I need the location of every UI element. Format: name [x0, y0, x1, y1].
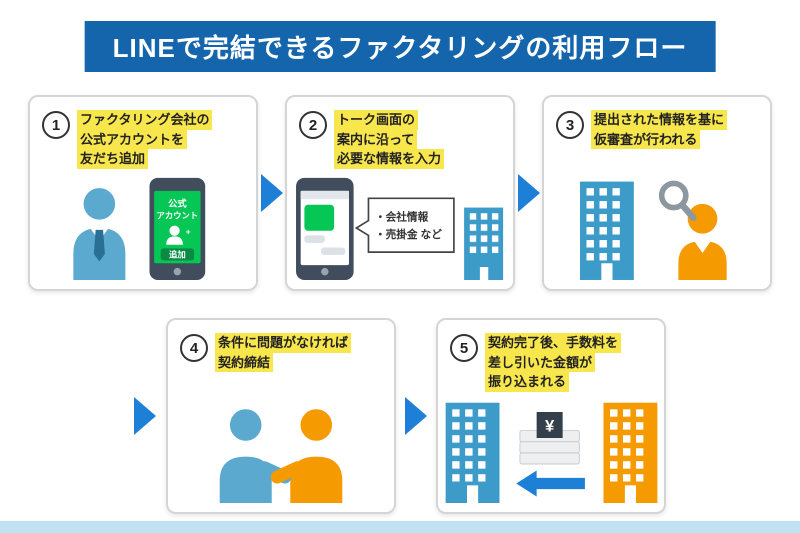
step-5-line: 振り込まれる — [485, 372, 570, 392]
friend-add-icon: + — [166, 225, 191, 245]
title-banner: LINEで完結できるファクタリングの利用フロー — [84, 21, 716, 72]
step-2-header: 2 トーク画面の 案内に沿って 必要な情報を入力 — [287, 97, 513, 173]
examiner-figure — [677, 203, 727, 280]
phone-screen-title-2: アカウント — [156, 211, 198, 221]
step-1-header: 1 ファクタリング会社の 公式アカウントを 友だち追加 — [30, 97, 256, 173]
flow-row-1: 1 ファクタリング会社の 公式アカウントを 友だち追加 — [0, 95, 800, 291]
handshake-figures — [219, 409, 343, 503]
flow-arrow-3-4 — [134, 397, 156, 435]
step-5-number-badge: 5 — [450, 334, 478, 362]
smartphone-chat-screen — [295, 177, 354, 280]
arrow-slot — [258, 95, 285, 291]
step-3-number-badge: 3 — [556, 111, 584, 139]
phone-screen-title-1: 公式 — [168, 198, 187, 209]
home-button-icon — [320, 267, 329, 276]
step-card-3: 3 提出された情報を基に 仮審査が行われる — [542, 95, 772, 291]
step-3-line: 提出された情報を基に — [591, 110, 728, 130]
step-2-line: トーク画面の — [334, 110, 419, 130]
step-1-line: 公式アカウントを — [77, 129, 188, 149]
step-2-line: 案内に沿って — [334, 129, 418, 149]
callout-item: ・売掛金 など — [374, 228, 441, 241]
transfer-arrow-icon — [515, 470, 585, 497]
step-card-5: 5 契約完了後、手数料を 差し引いた金額が 振り込まれる — [436, 318, 666, 514]
home-button-icon — [173, 267, 182, 276]
step-4-line: 条件に問題がなければ — [215, 333, 352, 353]
step-card-4: 4 条件に問題がなければ 契約締結 — [166, 318, 396, 514]
businessperson-figure — [73, 188, 126, 280]
company-building-icon — [579, 181, 634, 280]
factoring-agent-figure-orange — [290, 409, 343, 503]
money-stack-icon: ¥ — [518, 412, 580, 465]
arrow-slot — [396, 318, 436, 514]
flow-row-2: 4 条件に問題がなければ 契約締結 — [0, 318, 800, 514]
yen-symbol: ¥ — [544, 417, 554, 436]
page-title: LINEで完結できるファクタリングの利用フロー — [112, 33, 688, 63]
flow-arrow-4-5 — [405, 397, 427, 435]
step-4-line: 契約締結 — [215, 352, 274, 372]
step-3-illustration — [579, 180, 727, 280]
smartphone-line-account: 公式 アカウント + 追加 — [149, 177, 206, 280]
flow-arrow-2-3 — [517, 174, 540, 212]
step-5-text: 契約完了後、手数料を 差し引いた金額が 振り込まれる — [485, 333, 622, 392]
step-2-line: 必要な情報を入力 — [334, 149, 445, 169]
step-3-text: 提出された情報を基に 仮審査が行われる — [591, 110, 728, 149]
factoring-company-building-orange — [603, 402, 657, 503]
step-4-illustration-area — [168, 376, 394, 512]
step-1-illustration: 公式 アカウント + 追加 — [73, 177, 206, 280]
arrow-slot — [515, 95, 542, 291]
step-5-line: 差し引いた金額が — [485, 352, 596, 372]
plus-glyph: + — [186, 227, 191, 237]
magnifier-icon — [658, 180, 696, 222]
info-callout-box: ・会社情報 ・売掛金 など — [354, 197, 455, 253]
chat-bubble-green — [303, 204, 334, 231]
step-1-text: ファクタリング会社の 公式アカウントを 友だち追加 — [77, 110, 213, 169]
step-3-line: 仮審査が行われる — [591, 129, 701, 149]
step-card-1: 1 ファクタリング会社の 公式アカウントを 友だち追加 — [28, 95, 258, 291]
step-2-illustration: ・会社情報 ・売掛金 など — [295, 177, 503, 280]
step-3-illustration-area — [544, 153, 770, 289]
step-4-text: 条件に問題がなければ 契約締結 — [215, 333, 352, 372]
step-4-number-badge: 4 — [180, 334, 208, 362]
add-button-label: 追加 — [169, 250, 186, 260]
client-figure-blue — [219, 409, 272, 503]
client-building-blue — [445, 402, 499, 503]
step-5-header: 5 契約完了後、手数料を 差し引いた金額が 振り込まれる — [438, 320, 664, 396]
step-4-header: 4 条件に問題がなければ 契約締結 — [168, 320, 394, 376]
callout-item: ・会社情報 — [374, 211, 428, 224]
step-3-header: 3 提出された情報を基に 仮審査が行われる — [544, 97, 770, 153]
footer-accent-bar — [0, 521, 800, 533]
handshake-arm-orange — [270, 461, 305, 484]
step-1-number-badge: 1 — [42, 111, 70, 139]
step-1-illustration-area: 公式 アカウント + 追加 — [30, 173, 256, 290]
step-card-2: 2 トーク画面の 案内に沿って 必要な情報を入力 — [285, 95, 515, 291]
step-1-line: ファクタリング会社の — [77, 110, 213, 130]
step-5-illustration-area: ¥ — [438, 396, 664, 513]
flow-arrow-1-2 — [260, 174, 283, 212]
step-1-line: 友だち追加 — [77, 149, 149, 169]
step-5-line: 契約完了後、手数料を — [485, 333, 622, 353]
step-5-illustration: ¥ — [445, 402, 657, 503]
add-button-graphic — [160, 248, 195, 261]
step-4-illustration — [219, 409, 343, 503]
company-building-icon — [463, 207, 503, 280]
step-2-text: トーク画面の 案内に沿って 必要な情報を入力 — [334, 110, 445, 169]
step-2-illustration-area: ・会社情報 ・売掛金 など — [287, 173, 513, 290]
step-2-number-badge: 2 — [299, 111, 327, 139]
